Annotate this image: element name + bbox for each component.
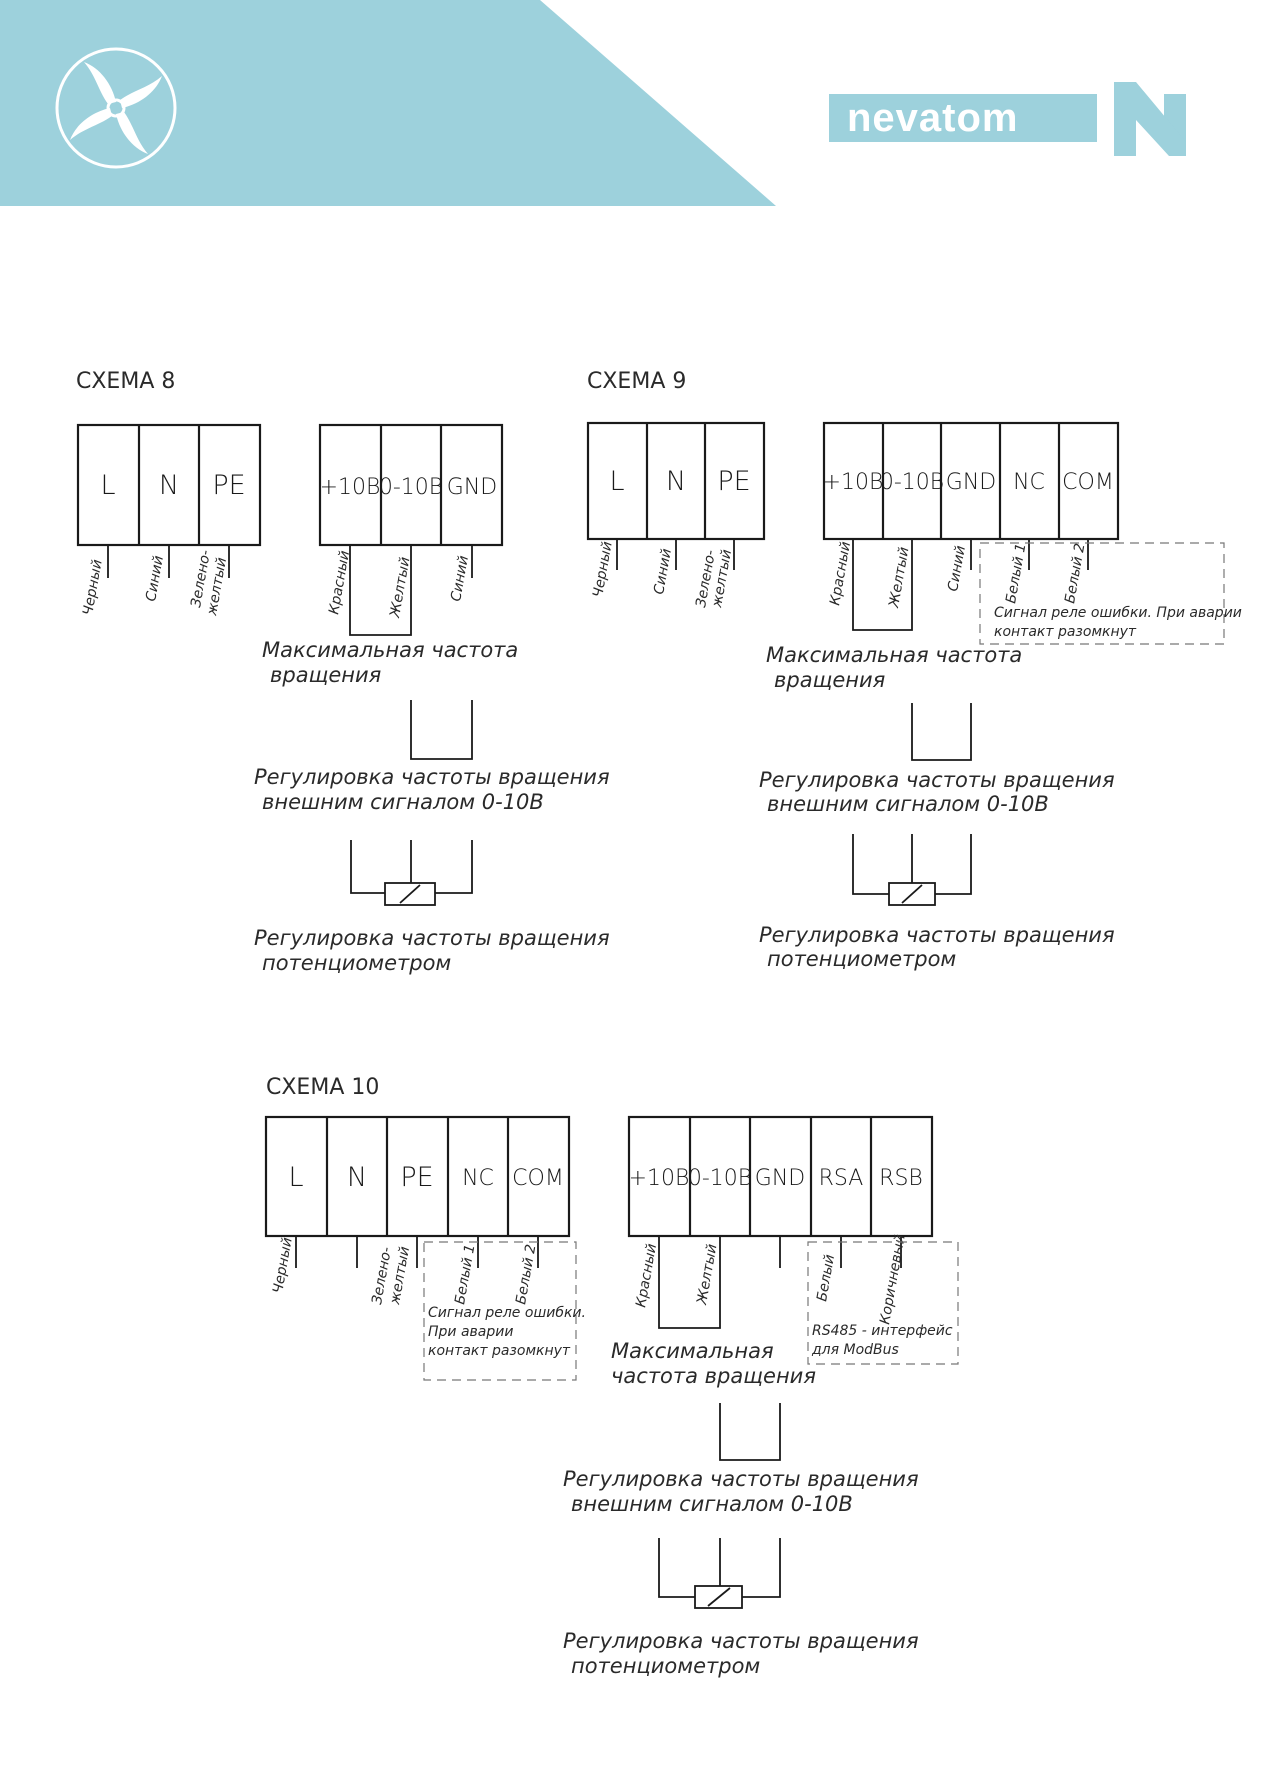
- wire-label: Красный: [326, 549, 353, 615]
- jumper-symbol: [410, 700, 473, 760]
- terminal: GND: [755, 1166, 805, 1191]
- wire-label: Синий: [448, 554, 472, 602]
- caption-max-speed: Максимальная частота: [262, 638, 518, 662]
- caption-ext-signal: Регулировка частоты вращения: [254, 765, 610, 789]
- terminal: GND: [447, 475, 497, 500]
- caption-ext-signal: Регулировка частоты вращения: [563, 1467, 919, 1491]
- caption-ext-signal: внешним сигналом 0-10В: [571, 1492, 853, 1516]
- terminal: 0-10В: [880, 470, 944, 495]
- terminal: L: [100, 470, 115, 501]
- relay-signal-box: [979, 542, 1225, 645]
- caption-potentiometer: Регулировка частоты вращения: [563, 1629, 919, 1653]
- terminal: L: [609, 466, 624, 497]
- relay-note: Сигнал реле ошибки. При аварии: [994, 605, 1242, 621]
- wire-label: Желтый: [886, 546, 913, 610]
- wire-label: Красный: [633, 1242, 660, 1308]
- scheme-8: СХЕМА 8 L N PE Черный Синий Зелено- желт…: [76, 369, 610, 975]
- caption-max-speed: Максимальная: [611, 1339, 774, 1363]
- terminal: +10В: [823, 470, 884, 495]
- scheme-title: СХЕМА 10: [266, 1075, 379, 1100]
- terminal: COM: [512, 1166, 564, 1191]
- caption-ext-signal: внешним сигналом 0-10В: [767, 792, 1049, 816]
- power-terminal-block: L N PE NC COM: [264, 1115, 571, 1268]
- rs485-note: RS485 - интерфейс: [812, 1323, 953, 1339]
- power-terminal-block: L N PE: [76, 423, 262, 578]
- jumper-symbol: [911, 703, 972, 761]
- terminal: NC: [462, 1166, 494, 1191]
- terminal: NC: [1013, 470, 1045, 495]
- terminal: 0-10В: [688, 1166, 752, 1191]
- control-terminal-block: +10В 0-10В GND RSA RSB: [627, 1115, 934, 1329]
- wire-label: Черный: [590, 540, 616, 598]
- wire-label: Черный: [270, 1236, 296, 1294]
- brand-mark-n-icon: [1114, 82, 1186, 156]
- nevatom-logo: nevatom: [829, 82, 1200, 156]
- caption-potentiometer: потенциометром: [767, 947, 956, 971]
- terminal: PE: [717, 466, 750, 497]
- wire-label: Синий: [651, 547, 675, 595]
- control-terminal-block: +10В 0-10В GND: [318, 423, 504, 636]
- wire-label: Красный: [827, 540, 854, 606]
- caption-potentiometer: Регулировка частоты вращения: [759, 923, 1115, 947]
- rs485-box: [807, 1241, 959, 1365]
- terminal: RSA: [819, 1166, 864, 1191]
- terminal: GND: [946, 470, 996, 495]
- wire-label: Желтый: [694, 1243, 721, 1307]
- potentiometer-symbol: [350, 840, 473, 906]
- relay-note: Сигнал реле ошибки.: [428, 1305, 586, 1321]
- rs485-note: для ModBus: [811, 1342, 899, 1358]
- caption-potentiometer: потенциометром: [262, 951, 451, 975]
- wire-label: Черный: [80, 558, 106, 616]
- wire-label: Синий: [945, 544, 969, 592]
- brand-name: nevatom: [847, 96, 1019, 140]
- terminal: N: [159, 470, 179, 501]
- wire-label: Белый: [814, 1253, 838, 1302]
- header-background: [0, 0, 776, 206]
- terminal: COM: [1062, 470, 1114, 495]
- relay-signal-box: [423, 1241, 577, 1381]
- terminal: PE: [212, 470, 245, 501]
- power-terminal-block: L N PE: [586, 421, 766, 570]
- wire-label: Желтый: [387, 556, 414, 620]
- terminal: +10В: [629, 1166, 690, 1191]
- relay-note: контакт разомкнут: [994, 624, 1137, 640]
- scheme-title: СХЕМА 8: [76, 369, 175, 394]
- terminal: N: [347, 1162, 367, 1193]
- wire-label: Белый 1: [1003, 542, 1029, 605]
- terminal: N: [666, 466, 686, 497]
- caption-max-speed: вращения: [270, 663, 381, 687]
- terminal: RSB: [879, 1166, 923, 1191]
- control-terminal-block: +10В 0-10В GND NC COM: [823, 421, 1120, 631]
- caption-max-speed: частота вращения: [611, 1364, 816, 1388]
- relay-note: При аварии: [428, 1324, 513, 1340]
- wire-label: Синий: [143, 554, 167, 602]
- terminal: PE: [400, 1162, 433, 1193]
- wire-label: Коричневый: [877, 1233, 909, 1325]
- fan-icon: [55, 47, 177, 169]
- header-band: [0, 0, 776, 206]
- terminal: L: [288, 1162, 303, 1193]
- wire-label: Белый 2: [513, 1243, 539, 1306]
- potentiometer-symbol: [658, 1538, 781, 1609]
- caption-potentiometer: потенциометром: [571, 1654, 760, 1678]
- scheme-title: СХЕМА 9: [587, 369, 686, 394]
- scheme-9: СХЕМА 9 L N PE Черный Синий Зелено- желт…: [586, 369, 1242, 971]
- relay-note: контакт разомкнут: [428, 1343, 571, 1359]
- terminal: +10В: [320, 475, 381, 500]
- potentiometer-symbol: [852, 834, 972, 906]
- jumper-symbol: [719, 1403, 781, 1461]
- wire-label: Белый 1: [452, 1243, 478, 1306]
- wire-label: Белый 2: [1062, 542, 1088, 605]
- caption-ext-signal: Регулировка частоты вращения: [759, 768, 1115, 792]
- caption-max-speed: Максимальная частота: [766, 643, 1022, 667]
- scheme-10: СХЕМА 10 L N PE NC COM Черный Зелено- же…: [264, 1075, 959, 1678]
- caption-max-speed: вращения: [774, 668, 885, 692]
- caption-ext-signal: внешним сигналом 0-10В: [262, 790, 544, 814]
- caption-potentiometer: Регулировка частоты вращения: [254, 926, 610, 950]
- terminal: 0-10В: [379, 475, 443, 500]
